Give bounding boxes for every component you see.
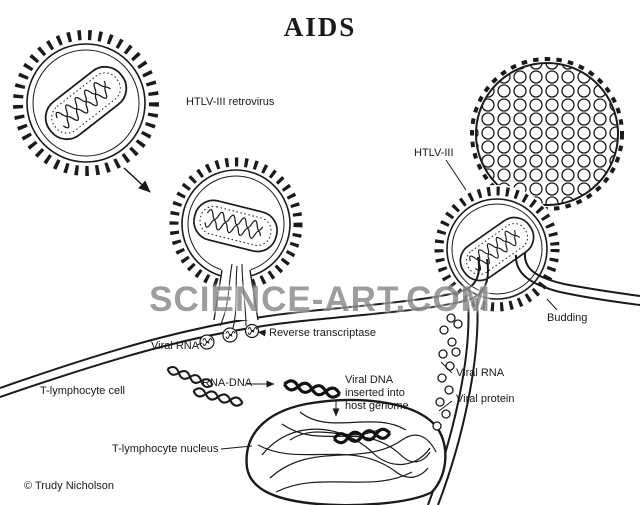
entry-arrow <box>123 167 151 193</box>
t-lymphocyte-nucleus <box>245 398 447 505</box>
budding-virion <box>470 57 624 211</box>
label-htlv: HTLV-III <box>414 147 454 159</box>
viral-dna-helix <box>282 378 342 400</box>
virus-fusing <box>166 154 306 329</box>
page-title: AIDS <box>283 12 357 42</box>
label-viral-rna-left: Viral RNA <box>151 340 200 352</box>
label-rna-dna: RNA-DNA <box>202 377 253 389</box>
viral-protein-beads <box>432 313 463 431</box>
label-viral-protein: Viral protein <box>456 393 515 405</box>
label-htlv-retrovirus: HTLV-III retrovirus <box>186 96 275 108</box>
virus-htlv-top-left <box>13 30 159 176</box>
label-budding: Budding <box>547 312 588 324</box>
label-t-lymphocyte-nucleus: T-lymphocyte nucleus <box>112 443 219 455</box>
viral-rna-coils <box>199 323 260 350</box>
label-t-lymphocyte-cell: T-lymphocyte cell <box>40 385 125 397</box>
label-reverse-transcriptase: Reverse transcriptase <box>269 327 376 339</box>
artist-credit: © Trudy Nicholson <box>24 480 115 492</box>
label-viral-dna-inserted: Viral DNA inserted into host genome <box>345 374 409 413</box>
label-viral-rna-right: Viral RNA <box>456 367 505 379</box>
watermark: SCIENCE-ART.COM <box>149 280 491 319</box>
pointer-lines <box>196 159 558 450</box>
